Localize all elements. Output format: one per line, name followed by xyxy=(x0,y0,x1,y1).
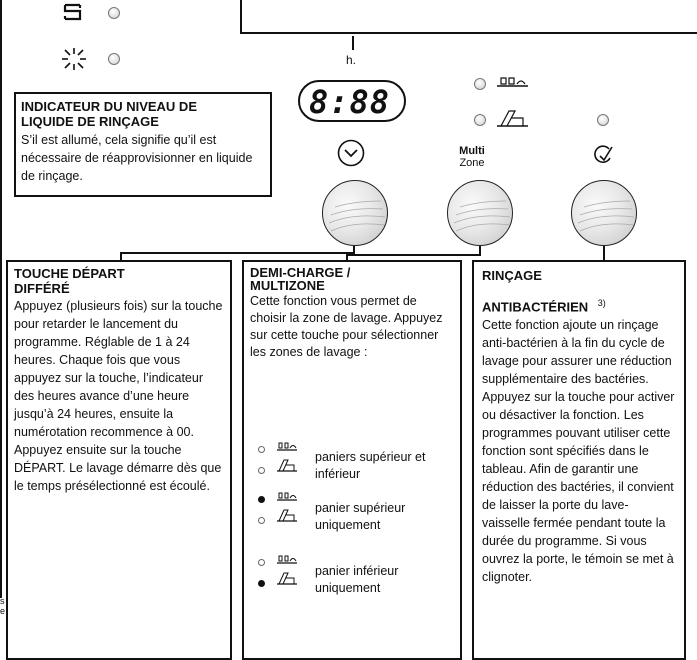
antibac-title-2-text: ANTIBACTÉRIEN xyxy=(482,299,589,315)
salt-led xyxy=(108,7,120,19)
lower-basket-icon xyxy=(276,571,298,592)
option3-label-2: uniquement xyxy=(315,581,381,595)
delay-connector-drop xyxy=(120,252,122,262)
halfload-multizone-box: DEMI-CHARGE / MULTIZONE Cette fonction v… xyxy=(242,260,462,660)
antibac-text: Cette fonction ajoute un rinçage anti-ba… xyxy=(482,318,675,585)
option-both-baskets: paniers supérieur et inférieur xyxy=(258,442,458,486)
multizone-label: Multi Zone xyxy=(452,145,492,170)
delay-icon xyxy=(336,138,366,173)
halfload-title-1: DEMI-CHARGE / xyxy=(250,265,351,280)
option1-upper-led xyxy=(258,446,265,453)
display-unit-label: h. xyxy=(346,53,357,67)
rinse-aid-indicator-box: INDICATEUR DU NIVEAU DE LIQUIDE DE RINÇA… xyxy=(14,92,272,197)
option1-lower-led xyxy=(258,467,265,474)
delay-title-1: TOUCHE DÉPART xyxy=(14,266,125,281)
option-upper-basket: panier supérieur uniquement xyxy=(258,492,458,536)
lower-basket-icon xyxy=(495,108,529,135)
margin-text-2: e xyxy=(0,606,6,616)
halfload-text: Cette fonction vous permet de choisir la… xyxy=(250,294,443,359)
lower-basket-led xyxy=(474,114,486,126)
upper-basket-led xyxy=(474,78,486,90)
upper-basket-icon xyxy=(276,553,298,571)
option2-lower-led xyxy=(258,517,265,524)
antibac-title-2: ANTIBACTÉRIEN 3) xyxy=(482,296,676,314)
rinse-aid-icon xyxy=(61,47,87,76)
delay-start-knob[interactable] xyxy=(322,180,388,246)
multizone-connector-h xyxy=(346,254,481,256)
rinse-aid-title-1: INDICATEUR DU NIVEAU DE xyxy=(21,99,197,114)
antibac-connector-v xyxy=(603,246,605,262)
delay-start-box: TOUCHE DÉPART DIFFÉRÉ Appuyez (plusieurs… xyxy=(6,260,232,660)
option3-label-1: panier inférieur xyxy=(315,564,399,578)
antibacterial-icon xyxy=(592,143,616,172)
lower-basket-icon xyxy=(276,458,298,479)
upper-basket-icon xyxy=(276,440,298,458)
multizone-label-1: Multi xyxy=(459,145,485,157)
delay-text: Appuyez (plusieurs fois) sur la touche p… xyxy=(14,299,223,493)
display-connector-line xyxy=(352,36,354,50)
antibac-led xyxy=(597,114,609,126)
multizone-connector-drop xyxy=(346,254,348,262)
option-lower-basket: panier inférieur uniquement xyxy=(258,555,458,599)
top-info-box xyxy=(240,0,697,34)
option1-label-2: inférieur xyxy=(315,467,361,481)
upper-basket-icon xyxy=(495,73,529,98)
rinse-aid-led xyxy=(108,53,120,65)
salt-icon xyxy=(62,3,84,26)
lower-basket-icon xyxy=(276,508,298,529)
halfload-title-2: MULTIZONE xyxy=(250,278,325,293)
option3-upper-led xyxy=(258,559,265,566)
antibac-title-1: RINÇAGE xyxy=(482,268,542,283)
delay-connector-v xyxy=(353,246,355,254)
option2-label-2: uniquement xyxy=(315,518,381,532)
upper-basket-icon xyxy=(276,490,298,508)
time-display: 8:88 xyxy=(298,80,406,122)
option3-lower-led xyxy=(258,580,265,587)
margin-text-1: s xyxy=(0,596,5,606)
multizone-knob[interactable] xyxy=(447,180,513,246)
left-border-line xyxy=(0,0,2,598)
multizone-connector-v xyxy=(479,246,481,256)
option2-label-1: panier supérieur xyxy=(315,501,406,515)
option1-label-1: paniers supérieur et xyxy=(315,450,426,464)
antibacterial-rinse-box: RINÇAGE ANTIBACTÉRIEN 3) Cette fonction … xyxy=(472,260,686,660)
option2-upper-led xyxy=(258,496,265,503)
antibac-knob[interactable] xyxy=(571,180,637,246)
delay-connector-h xyxy=(120,252,355,254)
rinse-aid-text: S’il est allumé, cela signifie qu’il est… xyxy=(21,133,253,183)
time-display-digits: 8:88 xyxy=(309,83,391,121)
antibac-footnote: 3) xyxy=(597,298,606,308)
rinse-aid-title-2: LIQUIDE DE RINÇAGE xyxy=(21,114,159,129)
delay-title-2: DIFFÉRÉ xyxy=(14,281,70,296)
multizone-label-2: Zone xyxy=(459,157,485,169)
